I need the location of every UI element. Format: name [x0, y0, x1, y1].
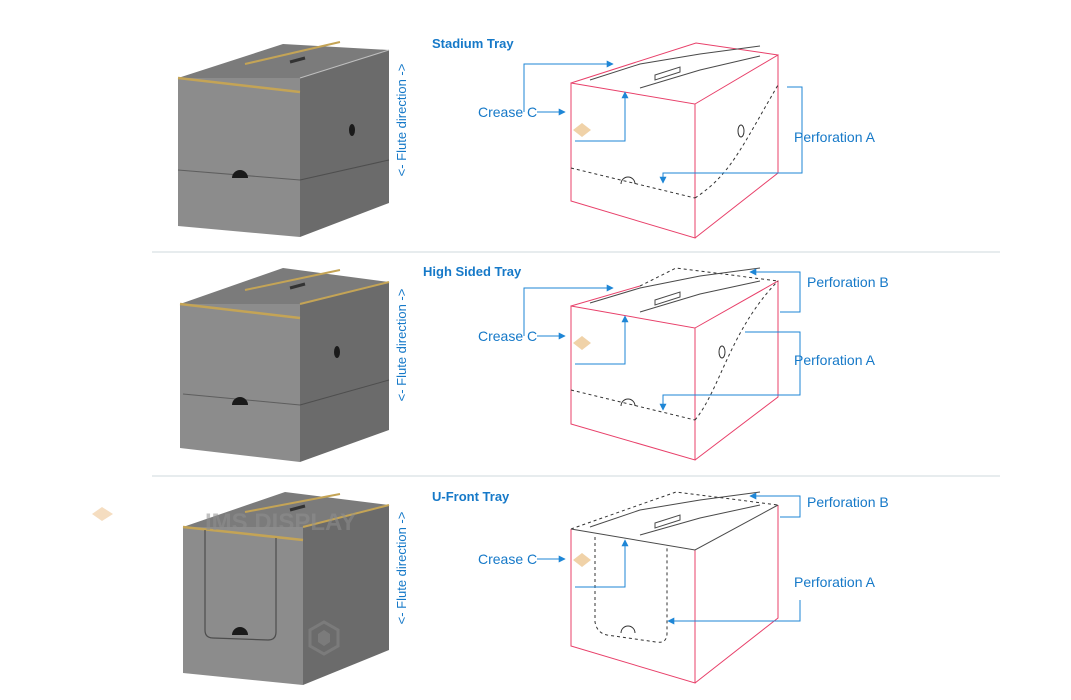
crease-marker-icon [573, 123, 591, 137]
perforation-b-label: Perforation B [807, 494, 889, 510]
watermark-logo-icon [308, 620, 340, 656]
box-render-high-sided [179, 268, 390, 462]
leaders-high-sided [523, 268, 801, 411]
panel-title: High Sided Tray [423, 264, 522, 279]
crease-marker-icon [573, 553, 591, 567]
watermark-text: IMS DISPLAY [205, 509, 356, 536]
crease-marker-icon [573, 336, 591, 350]
box-render-stadium [177, 41, 390, 237]
die-line-high-sided [570, 267, 779, 461]
panel-title: Stadium Tray [432, 36, 514, 51]
leaders-u-front [537, 492, 801, 625]
perforation-b-label: Perforation B [807, 274, 889, 290]
leaders-stadium [523, 60, 803, 184]
flute-direction-label: <- Flute direction -> [394, 64, 409, 177]
die-line-u-front [570, 491, 779, 684]
panel-title: U-Front Tray [432, 489, 510, 504]
crease-c-label: Crease C [478, 104, 537, 120]
perforation-a-label: Perforation A [794, 129, 876, 145]
panel-stadium-tray: <- Flute direction -> Stadium Tray Creas… [177, 36, 876, 239]
flute-direction-label: <- Flute direction -> [394, 289, 409, 402]
flute-direction-label: <- Flute direction -> [394, 512, 409, 625]
crease-marker-icon [92, 507, 113, 521]
box-render-u-front [182, 492, 390, 685]
perforation-a-label: Perforation A [794, 352, 876, 368]
perforation-a-label: Perforation A [794, 574, 876, 590]
panel-high-sided-tray: <- Flute direction -> High Sided Tray Cr… [179, 264, 889, 462]
die-line-stadium [570, 42, 779, 239]
panel-u-front-tray: IMS DISPLAY <- Flute direction -> U-Fron… [92, 489, 889, 685]
crease-c-label: Crease C [478, 328, 537, 344]
crease-c-label: Crease C [478, 551, 537, 567]
